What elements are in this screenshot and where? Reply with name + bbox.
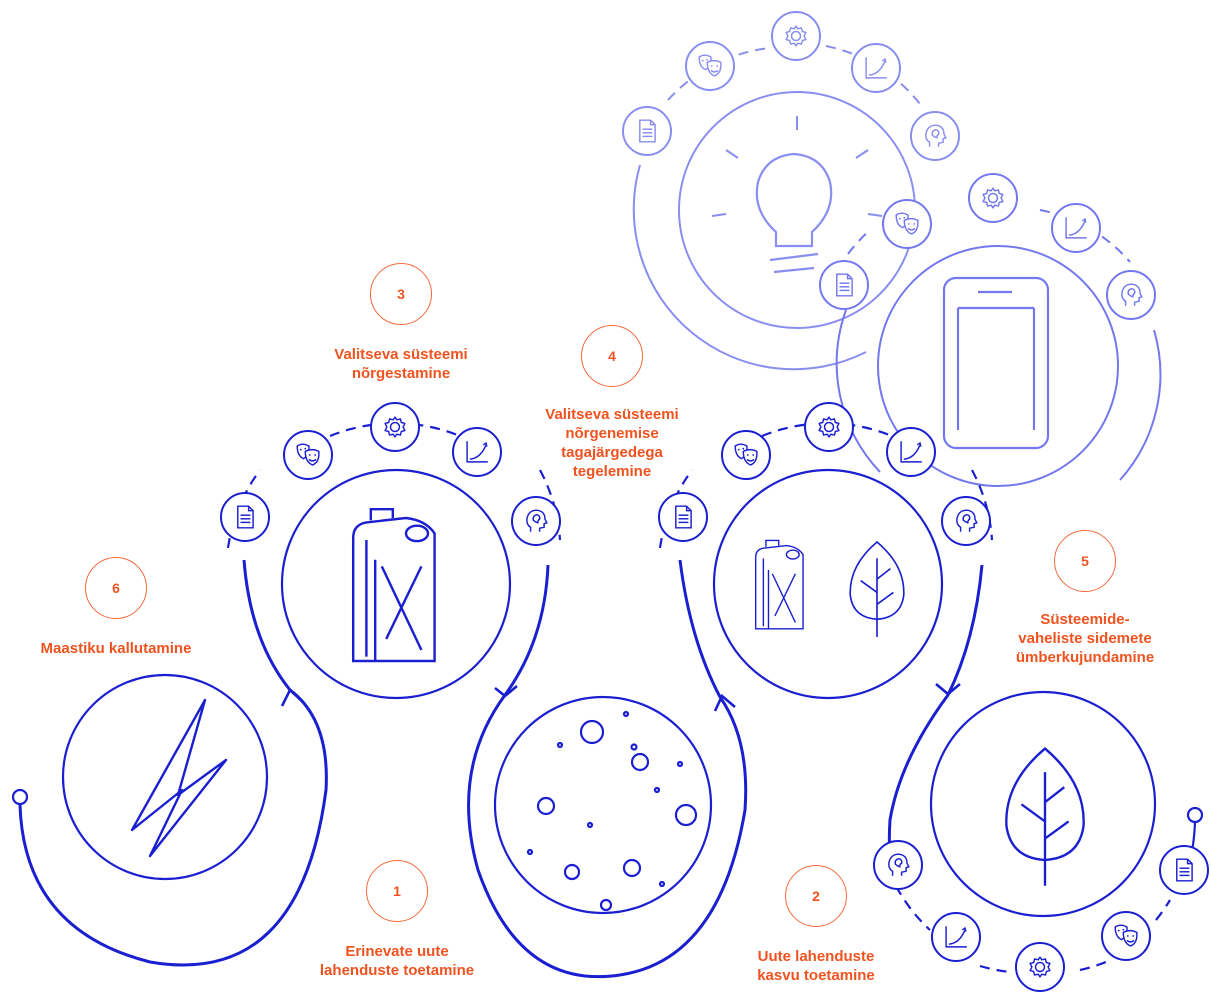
end-node [1188, 808, 1202, 822]
stage-label: Uute lahenduste kasvu toetamine [716, 947, 916, 985]
canister-icon [756, 540, 803, 628]
stage-number: 3 [370, 263, 432, 325]
stage-label: Valitseva süsteemi nõrgestamine [286, 345, 516, 383]
stage-label: Maastiku kallutamine [6, 639, 226, 658]
start-node [13, 790, 27, 804]
phone-ring [837, 210, 1161, 486]
bubbles-icon [528, 712, 696, 910]
lightbulb-icon [712, 116, 882, 272]
stage-1: 1 Erinevate uute lahenduste toetamine [292, 860, 502, 980]
stage-3: 3 Valitseva süsteemi nõrgestamine [286, 263, 516, 383]
lightning-icon [132, 700, 226, 856]
stage-label: Valitseva süsteemi nõrgenemise tagajärge… [497, 405, 727, 481]
stage-number: 5 [1054, 530, 1116, 592]
stage-label: Erinevate uute lahenduste toetamine [292, 942, 502, 980]
stage-2: 2 Uute lahenduste kasvu toetamine [716, 865, 916, 985]
stage-label: Süsteemide- vaheliste sidemete ümberkuju… [985, 610, 1185, 667]
stage-6: 6 Maastiku kallutamine [6, 557, 226, 658]
stage-4: 4 Valitseva süsteemi nõrgenemise tagajär… [497, 325, 727, 481]
canister-icon [353, 509, 434, 661]
lightbulb-ring-icons [623, 12, 959, 160]
stage-number: 1 [366, 860, 428, 922]
stage-number: 6 [85, 557, 147, 619]
leaf-icon [850, 542, 904, 637]
bubbles-ring [495, 697, 711, 913]
leaf-icon [1006, 749, 1083, 886]
stage-number: 2 [785, 865, 847, 927]
lightbulb-ring [634, 46, 920, 369]
stage-5: 5 Süsteemide- vaheliste sidemete ümberku… [985, 530, 1185, 667]
stage-number: 4 [581, 325, 643, 387]
lightning-ring [63, 675, 267, 879]
